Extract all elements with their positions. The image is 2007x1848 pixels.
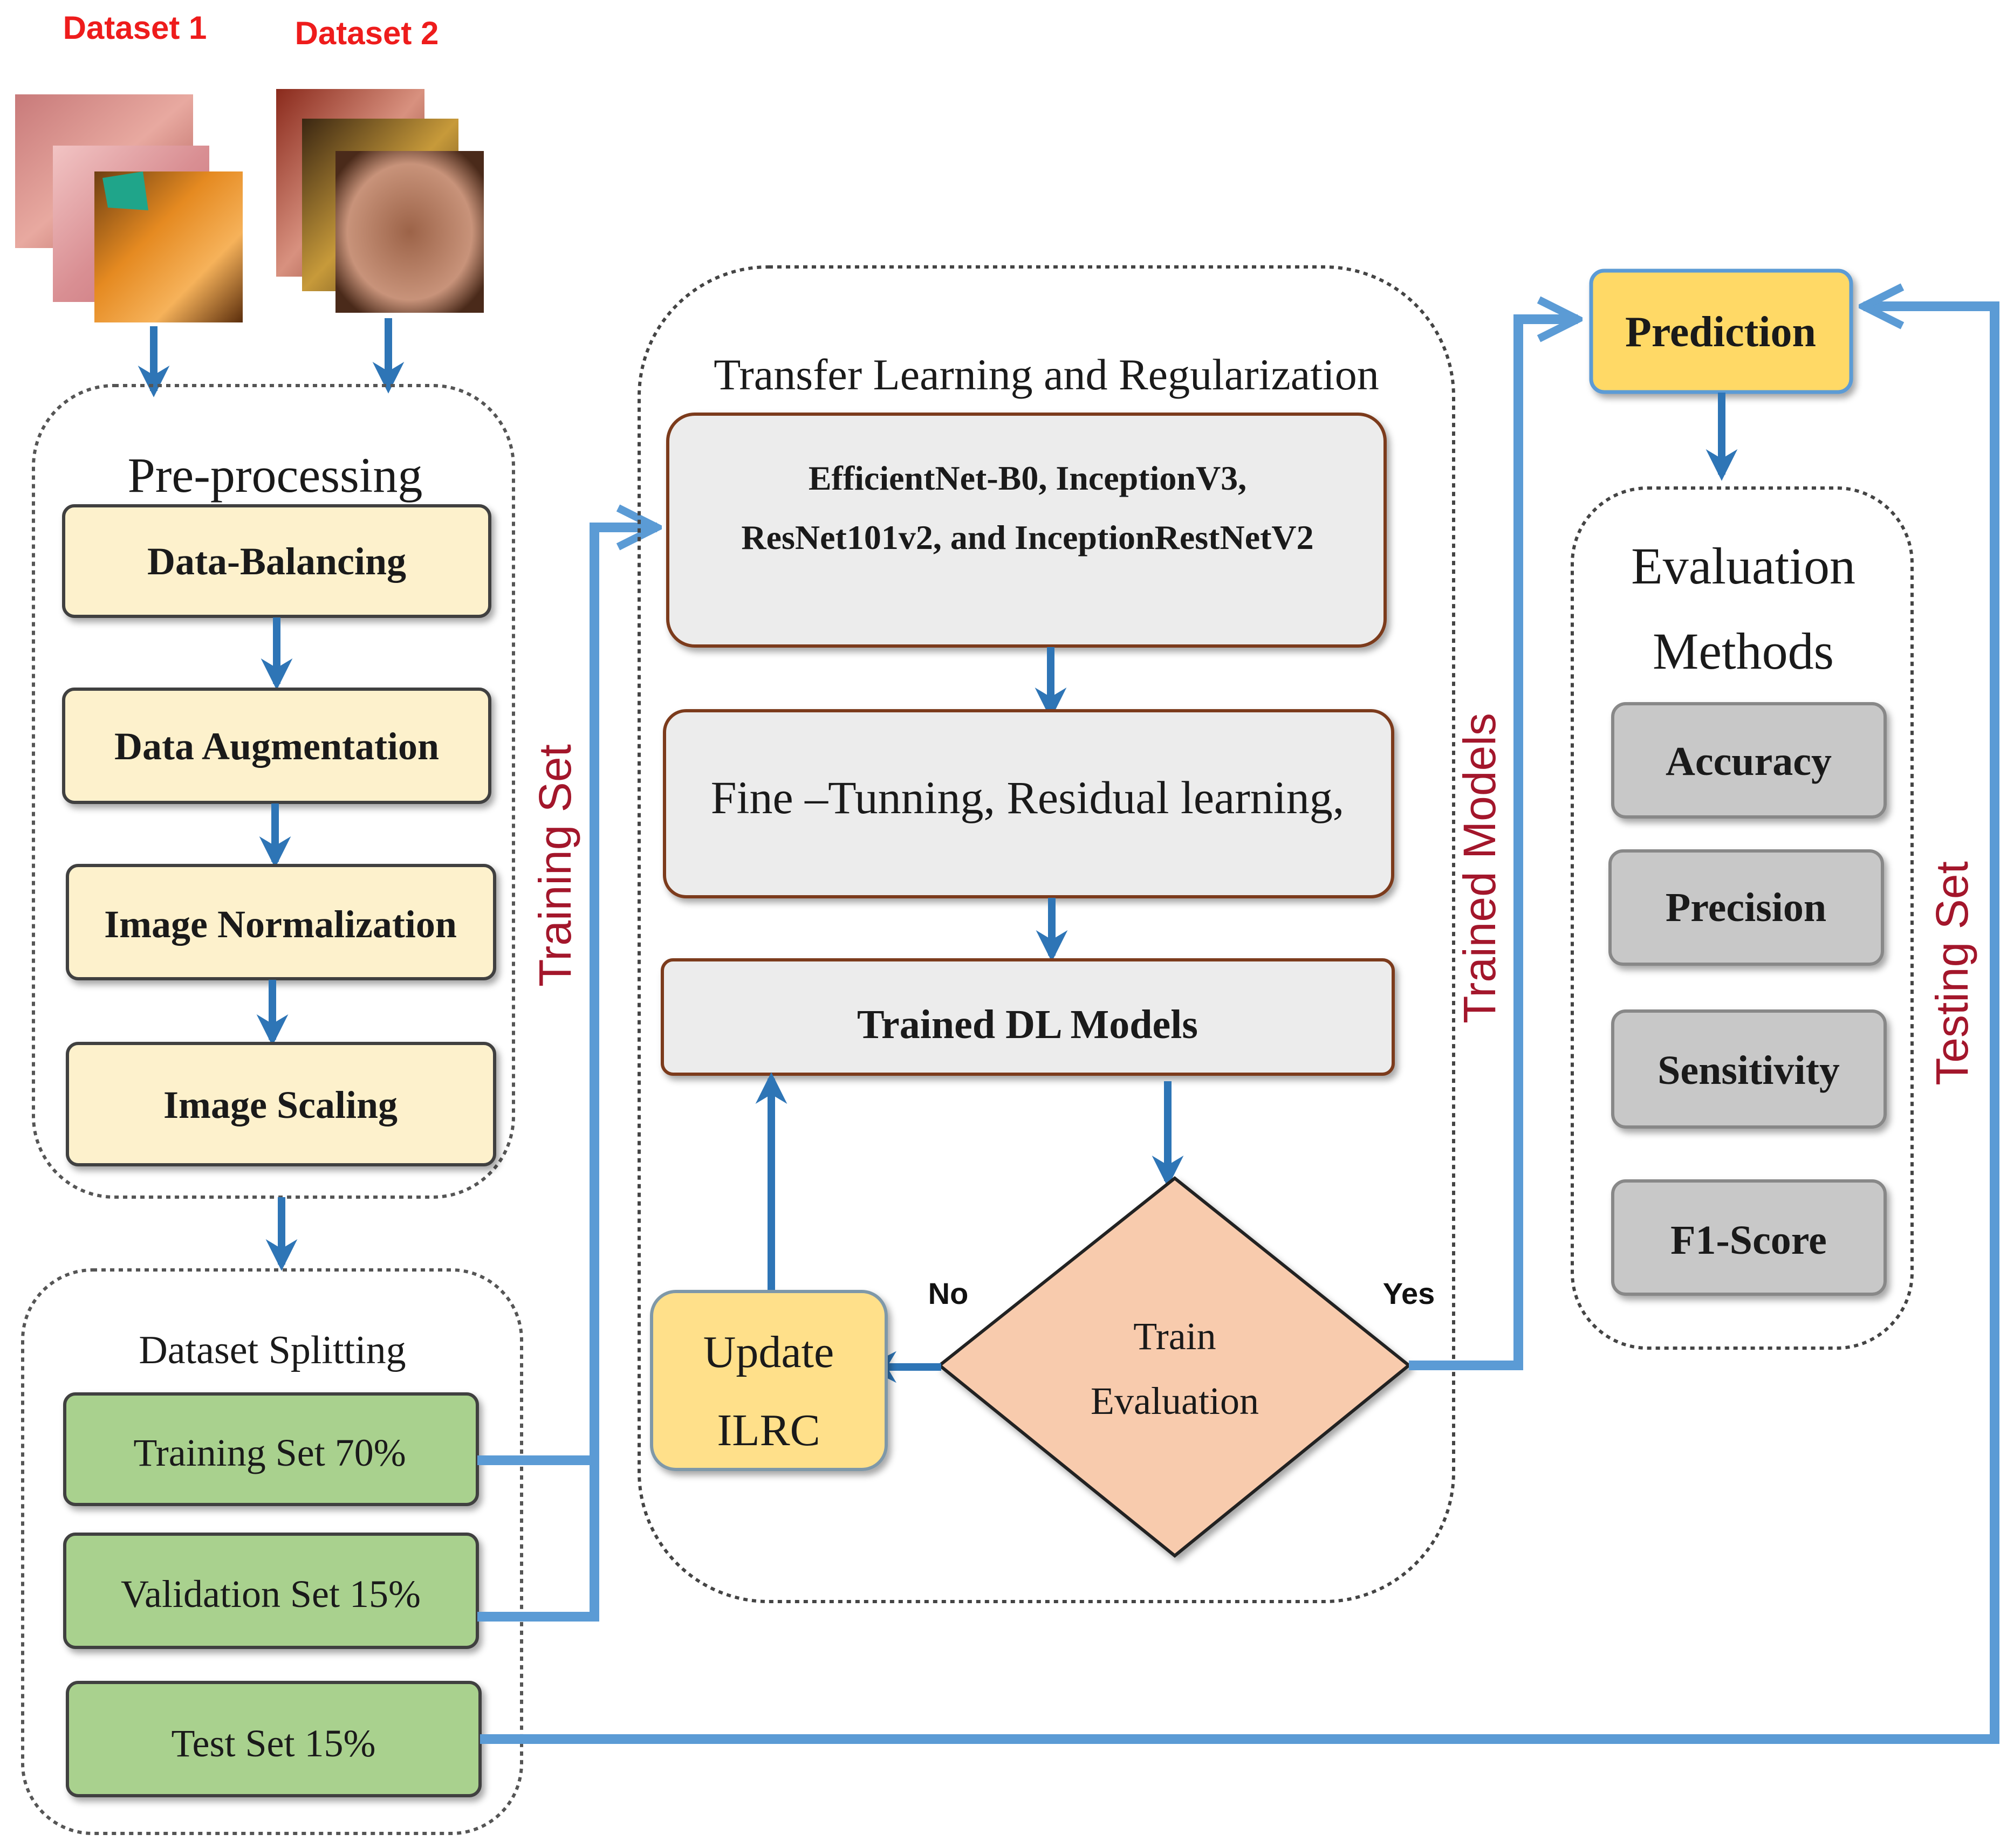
pretrained-models-line2: ResNet101v2, and InceptionRestNetV2 bbox=[741, 518, 1313, 557]
metric-accuracy-box bbox=[1611, 702, 1887, 819]
prep-step-data-augmentation bbox=[62, 688, 491, 804]
prep-step-image-scaling bbox=[66, 1042, 496, 1166]
update-ilrc-line1: Update bbox=[703, 1327, 834, 1377]
endoscopy-image-stack-1-icon bbox=[15, 94, 243, 322]
metric-precision-box bbox=[1608, 849, 1884, 966]
preprocessing-title: Pre-processing bbox=[128, 448, 423, 503]
prep-step-data-balancing bbox=[62, 504, 491, 618]
prediction-label: Prediction bbox=[1625, 308, 1816, 356]
decision-label-line1: Train bbox=[1133, 1315, 1216, 1358]
dataset-2-label: Dataset 2 bbox=[295, 15, 439, 51]
decision-label-line2: Evaluation bbox=[1091, 1379, 1259, 1423]
metric-label: Accuracy bbox=[1666, 739, 1832, 784]
trained-models-side-label: Trained Models bbox=[1454, 713, 1505, 1023]
metric-label: F1-Score bbox=[1670, 1218, 1827, 1263]
yes-to-prediction-connector bbox=[1409, 319, 1578, 1370]
evaluation-title-line1: Evaluation bbox=[1631, 537, 1855, 595]
prediction-box bbox=[1589, 269, 1853, 394]
prep-step-image-normalization bbox=[66, 864, 496, 980]
preprocessing-group bbox=[32, 384, 515, 1199]
evaluation-title-line2: Methods bbox=[1653, 622, 1834, 680]
validation-set-label: Validation Set 15% bbox=[121, 1572, 421, 1616]
training-set-box bbox=[63, 1392, 479, 1506]
testing-set-side-label: Testing Set bbox=[1927, 861, 1977, 1086]
prep-step-label: Data-Balancing bbox=[147, 540, 406, 583]
finetuning-box bbox=[663, 709, 1394, 898]
metric-sensitivity-box bbox=[1611, 1009, 1887, 1129]
prep-step-label: Data Augmentation bbox=[114, 725, 439, 768]
metric-label: Sensitivity bbox=[1657, 1048, 1840, 1093]
dataset-1-label: Dataset 1 bbox=[63, 10, 207, 46]
testing-set-connector bbox=[480, 306, 1999, 1744]
training-set-label: Training Set 70% bbox=[133, 1431, 406, 1474]
endoscopy-image-stack-2-icon bbox=[276, 89, 484, 313]
prep-step-label: Image Normalization bbox=[104, 903, 457, 946]
prep-step-label: Image Scaling bbox=[163, 1083, 398, 1126]
yes-label: Yes bbox=[1383, 1276, 1435, 1310]
metric-label: Precision bbox=[1666, 885, 1826, 930]
trained-dl-models-label: Trained DL Models bbox=[857, 1002, 1198, 1047]
pretrained-models-box bbox=[666, 413, 1387, 648]
transfer-learning-title: Transfer Learning and Regularization bbox=[714, 350, 1379, 399]
update-ilrc-line2: ILRC bbox=[717, 1405, 820, 1455]
test-set-label: Test Set 15% bbox=[172, 1722, 376, 1765]
training-set-connector bbox=[477, 527, 657, 1622]
transfer-learning-group bbox=[638, 265, 1455, 1603]
evaluation-methods-group bbox=[1571, 486, 1914, 1350]
no-label: No bbox=[928, 1276, 969, 1310]
metric-f1-score-box bbox=[1611, 1179, 1887, 1296]
dataset-splitting-title: Dataset Splitting bbox=[139, 1328, 406, 1372]
trained-dl-models-box bbox=[661, 958, 1395, 1076]
pretrained-models-line1: EfficientNet-B0, InceptionV3, bbox=[809, 459, 1246, 497]
validation-set-box bbox=[63, 1533, 479, 1649]
training-set-side-label: Training Set bbox=[530, 744, 580, 987]
finetuning-label: Fine –Tunning, Residual learning, bbox=[711, 772, 1345, 823]
update-ilrc-box bbox=[650, 1290, 888, 1471]
train-evaluation-diamond bbox=[937, 1176, 1412, 1558]
